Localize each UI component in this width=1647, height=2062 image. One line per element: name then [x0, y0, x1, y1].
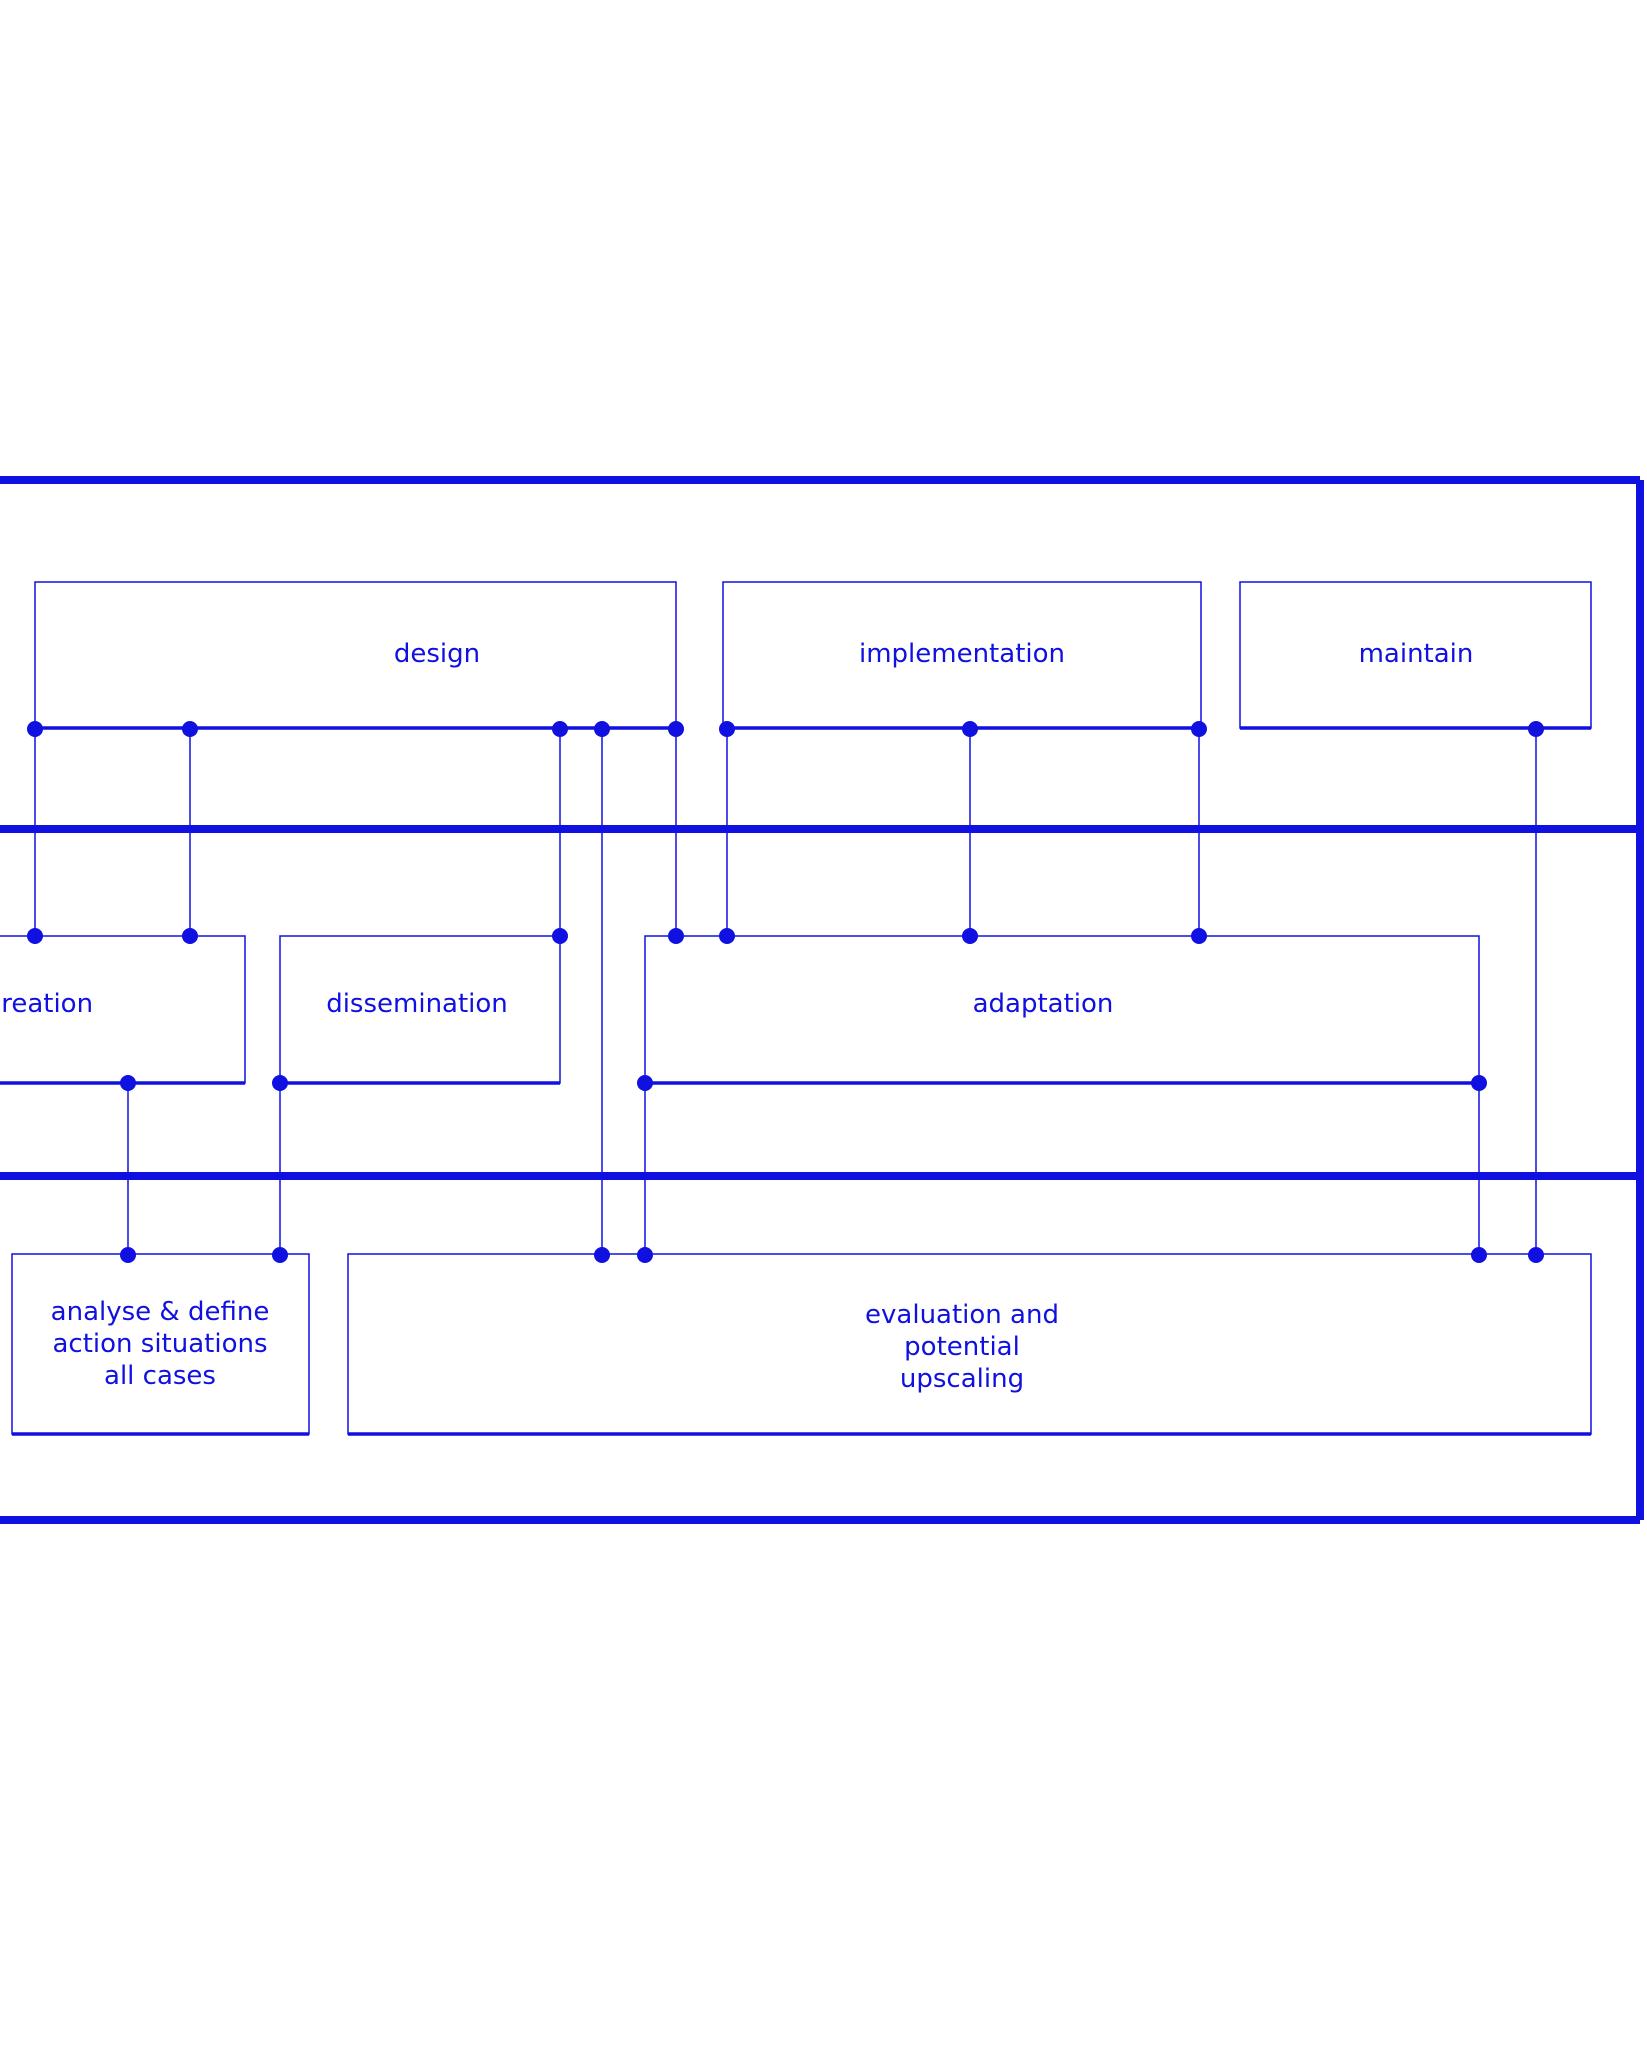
junction-dot — [668, 721, 684, 737]
junction-dot — [1471, 1247, 1487, 1263]
implementation-label-line: implementation — [859, 639, 1065, 669]
junction-dot — [637, 1247, 653, 1263]
dissemination-label-line: dissemination — [326, 989, 508, 1019]
junction-dot — [120, 1247, 136, 1263]
analyse-label-line: all cases — [104, 1361, 216, 1391]
junction-dot — [962, 928, 978, 944]
evaluation-label-line: potential — [904, 1332, 1020, 1362]
junction-dots — [27, 721, 1544, 1263]
junction-dot — [182, 928, 198, 944]
evaluation-label-line: evaluation and — [865, 1300, 1059, 1330]
implementation-label: implementation — [859, 639, 1065, 669]
junction-dot — [594, 721, 610, 737]
box-maintain: maintain — [1239, 581, 1592, 730]
adaptation-label: adaptation — [973, 989, 1114, 1019]
box-design: design — [34, 581, 677, 730]
box-dissemination: dissemination — [279, 935, 561, 1085]
connectors — [34, 728, 1537, 1254]
creation-label: creation — [0, 989, 93, 1019]
outer-frame — [0, 476, 1644, 1524]
maintain-label: maintain — [1359, 639, 1474, 669]
junction-dot — [182, 721, 198, 737]
junction-dot — [637, 1075, 653, 1091]
maintain-label-line: maintain — [1359, 639, 1474, 669]
analyse-label-line: analyse & define — [51, 1297, 270, 1327]
junction-dot — [594, 1247, 610, 1263]
junction-dot — [1528, 721, 1544, 737]
junction-dot — [962, 721, 978, 737]
junction-dot — [1191, 928, 1207, 944]
junction-dot — [1528, 1247, 1544, 1263]
box-adaptation: adaptation — [644, 935, 1480, 1085]
junction-dot — [1471, 1075, 1487, 1091]
junction-dot — [719, 928, 735, 944]
junction-dot — [272, 1075, 288, 1091]
junction-dot — [120, 1075, 136, 1091]
junction-dot — [27, 928, 43, 944]
analyse-label-line: action situations — [52, 1329, 267, 1359]
adaptation-label-line: adaptation — [973, 989, 1114, 1019]
junction-dot — [668, 928, 684, 944]
junction-dot — [719, 721, 735, 737]
box-creation: creation — [0, 935, 246, 1085]
junction-dot — [552, 928, 568, 944]
junction-dot — [552, 721, 568, 737]
evaluation-label-line: upscaling — [900, 1364, 1024, 1394]
design-label: design — [394, 639, 480, 669]
design-label-line: design — [394, 639, 480, 669]
junction-dot — [1191, 721, 1207, 737]
creation-label-line: creation — [0, 989, 93, 1019]
junction-dot — [272, 1247, 288, 1263]
dissemination-label: dissemination — [326, 989, 508, 1019]
box-implementation: implementation — [722, 581, 1202, 730]
junction-dot — [27, 721, 43, 737]
